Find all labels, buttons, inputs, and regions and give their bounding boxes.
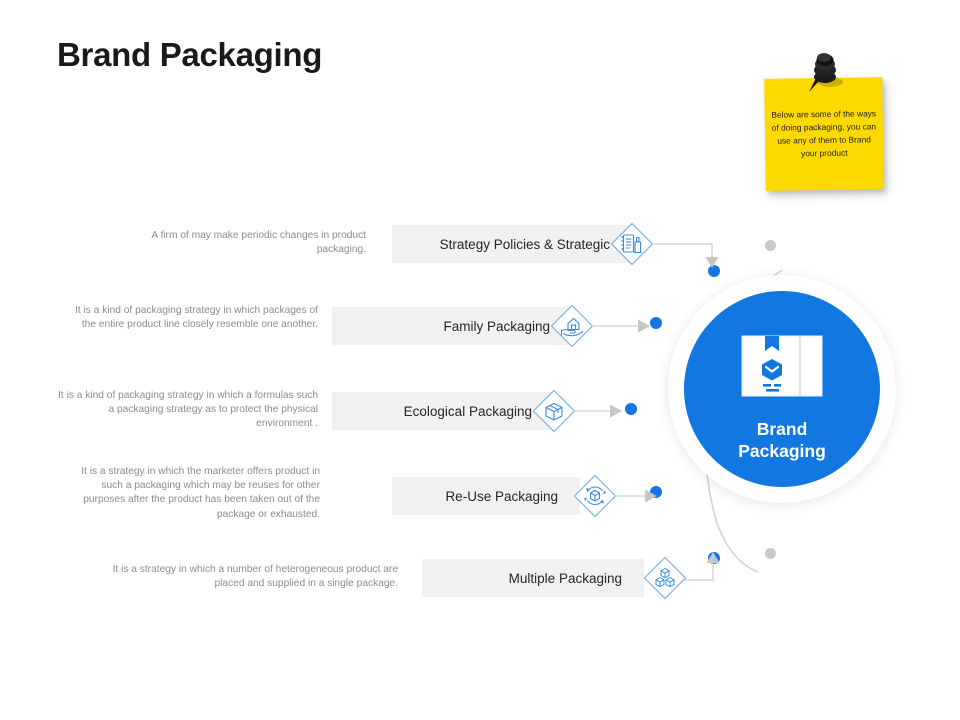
arc-node-dot-2	[650, 317, 662, 329]
connector-1	[652, 219, 732, 279]
pushpin-icon	[803, 52, 847, 98]
hand-holding-house-icon[interactable]	[550, 304, 594, 348]
branch-row-1: A firm of may make periodic changes in p…	[0, 222, 960, 268]
branch-label-1: Strategy Policies & Strategic	[439, 236, 610, 252]
branch-row-2: It is a kind of packaging strategy in wh…	[0, 304, 960, 348]
branch-description-4: It is a strategy in which the marketer o…	[81, 466, 320, 520]
arc-node-dot-1	[708, 265, 720, 277]
center-label-line2: Packaging	[738, 441, 826, 461]
package-box-icon	[741, 335, 823, 397]
stacked-boxes-icon[interactable]	[643, 556, 687, 600]
branch-bar-3[interactable]: Ecological Packaging	[332, 392, 554, 430]
branch-row-5: It is a strategy in which a number of he…	[0, 552, 960, 600]
branch-bar-1[interactable]: Strategy Policies & Strategic	[392, 225, 632, 263]
branch-row-4: It is a strategy in which the marketer o…	[0, 466, 960, 520]
branch-row-3: It is a kind of packaging strategy in wh…	[0, 389, 960, 433]
center-label: Brand Packaging	[684, 418, 880, 462]
sticky-note: Below are some of the ways of doing pack…	[764, 53, 887, 198]
center-label-line1: Brand	[756, 419, 808, 439]
branch-label-3: Ecological Packaging	[403, 403, 532, 419]
arc-endpoint-dot-top	[765, 240, 776, 251]
connector-5	[685, 533, 765, 593]
branch-description-2: It is a kind of packaging strategy in wh…	[75, 305, 318, 331]
branch-description-1: A firm of may make periodic changes in p…	[151, 230, 366, 256]
open-box-icon[interactable]	[532, 389, 576, 433]
branch-bar-5[interactable]: Multiple Packaging	[422, 559, 644, 597]
branch-bar-4[interactable]: Re-Use Packaging	[392, 477, 580, 515]
recycle-box-icon[interactable]	[573, 474, 617, 518]
connector-4	[615, 487, 685, 511]
branch-label-2: Family Packaging	[443, 318, 550, 334]
branch-label-5: Multiple Packaging	[508, 570, 622, 586]
arc-node-dot-3	[625, 403, 637, 415]
branch-description-5: It is a strategy in which a number of he…	[112, 564, 398, 590]
branch-description-3: It is a kind of packaging strategy in wh…	[58, 390, 318, 430]
clipboard-checklist-icon[interactable]	[610, 222, 654, 266]
connector-2	[592, 317, 667, 341]
branch-bar-2[interactable]: Family Packaging	[332, 307, 572, 345]
connector-3	[574, 402, 644, 426]
branch-label-4: Re-Use Packaging	[445, 488, 558, 504]
arc-endpoint-dot-bottom	[765, 548, 776, 559]
page-title: Brand Packaging	[57, 36, 323, 73]
